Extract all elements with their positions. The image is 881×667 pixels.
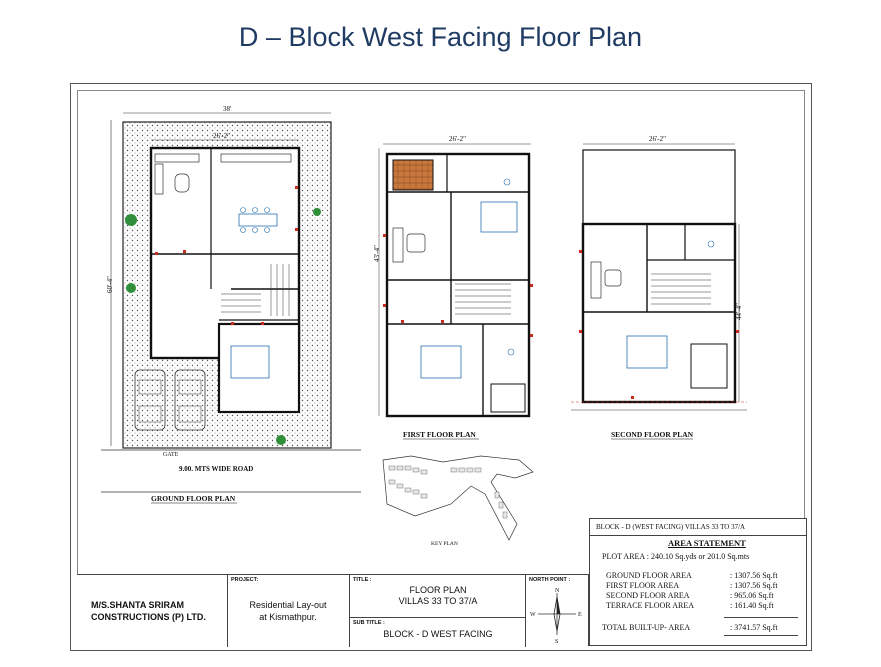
second-dim-top: 26'-2" [649,135,666,143]
project-line-1: Residential Lay-out [249,600,327,610]
block-title: BLOCK - D (WEST FACING) VILLAS 33 TO 37/… [596,523,746,531]
ground-dim-inner: 26'-2" [213,132,230,140]
first-floor-plan: 26'-2" 43'-4" [373,135,533,440]
ground-floor-plan: 38' 60'-4" 26'-2" [101,105,361,504]
subtitle-label: SUB TITLE : [353,620,385,626]
title-block: M/S.SHANTA SRIRAM CONSTRUCTIONS (P) LTD.… [77,574,589,647]
company-line-1: M/S.SHANTA SRIRAM [91,600,184,610]
area-row-value: : 1307.56 Sq.ft [730,571,778,580]
total-area-value: : 3741.57 Sq.ft [730,623,778,632]
floor-plan-drawing: 38' 60'-4" 26'-2" [101,105,747,547]
tree-icon [126,283,136,293]
ground-floor-caption: GROUND FLOOR PLAN [151,494,236,503]
first-floor-caption: FIRST FLOOR PLAN [403,430,476,439]
drawing-title: FLOOR PLAN VILLAS 33 TO 37/A [350,585,526,607]
title-line-1: FLOOR PLAN [409,585,467,595]
area-row-value: : 1307.56 Sq.ft [730,581,778,590]
project-name: Residential Lay-out at Kismathpur. [228,599,348,623]
compass-east: E [578,612,582,618]
area-row-label: GROUND FLOOR AREA [606,571,692,580]
compass-south: S [555,639,558,645]
project-line-2: at Kismathpur. [259,612,317,622]
ground-gate-label: GATE [163,452,179,458]
ground-dim-top: 38' [223,105,231,113]
title-line-2: VILLAS 33 TO 37/A [398,596,478,606]
area-statement-heading: AREA STATEMENT [668,538,746,548]
first-dim-top: 26'-2" [449,135,466,143]
compass-north: N [555,588,560,594]
tree-icon [125,214,137,226]
key-plan: KEY PLAN [382,455,534,547]
second-floor-caption: SECOND FLOOR PLAN [611,430,694,439]
ground-dim-side: 60'-4" [106,276,114,293]
road-label: 9.00. MTS WIDE ROAD [179,465,253,473]
title-label: TITLE : [353,577,372,583]
company-line-2: CONSTRUCTIONS (P) LTD. [91,612,206,622]
area-row-value: : 161.40 Sq.ft [730,601,774,610]
project-cell: PROJECT: Residential Lay-out at Kismathp… [227,575,349,647]
tree-icon [313,208,321,216]
area-row-label: TERRACE FLOOR AREA [606,601,695,610]
drawing-title-cell: TITLE : FLOOR PLAN VILLAS 33 TO 37/A SUB… [349,575,526,647]
key-plan-caption: KEY PLAN [431,541,458,547]
first-dim-side: 43'-4" [373,245,381,262]
north-point-cell: NORTH POINT : N S E W [525,575,589,647]
area-row-label: SECOND FLOOR AREA [606,591,690,600]
plot-area: PLOT AREA : 240.10 Sq.yds or 201.0 Sq.mt… [602,552,750,561]
area-row-value: : 965.06 Sq.ft [730,591,774,600]
compass-west: W [530,612,536,618]
area-row-label: FIRST FLOOR AREA [606,581,680,590]
drawing-subtitle: BLOCK - D WEST FACING [383,629,493,639]
north-point-label: NORTH POINT : [529,577,571,583]
total-area-label: TOTAL BUILT-UP- AREA [602,623,691,632]
second-floor-plan: 26'-2" 44'-4" SEC [571,135,747,440]
project-label: PROJECT: [231,577,259,583]
drawing-sheet: 38' 60'-4" 26'-2" [70,83,812,651]
slide-title: D – Block West Facing Floor Plan [238,22,643,52]
area-statement: BLOCK - D (WEST FACING) VILLAS 33 TO 37/… [589,518,807,646]
second-dim-side: 44'-4" [735,303,743,320]
compass-icon: N S E W [530,588,582,645]
company-name: M/S.SHANTA SRIRAM CONSTRUCTIONS (P) LTD. [91,599,206,623]
tree-icon [276,435,286,445]
